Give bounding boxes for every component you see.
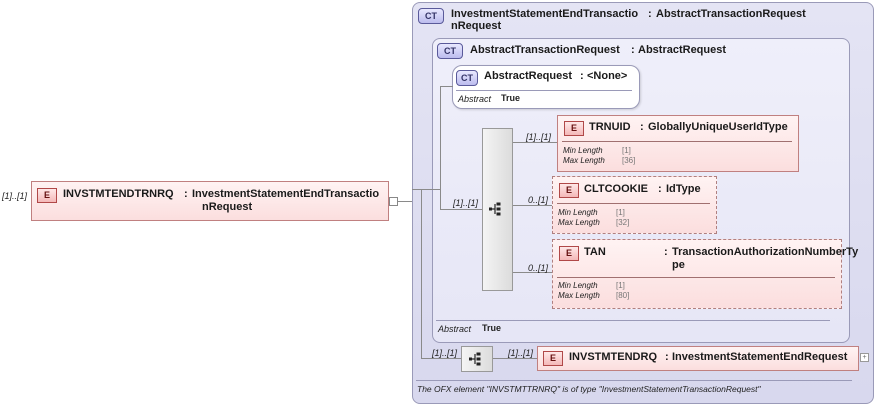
invstmtendrq-type: InvestmentStatementEndRequest <box>672 351 848 363</box>
bottom-sequence-compositor[interactable] <box>461 346 493 372</box>
cltcookie-min-label: Min Length <box>558 208 598 217</box>
abstract-request-abstract-label: Abstract <box>458 94 492 104</box>
abstract-request-box[interactable] <box>452 65 640 109</box>
outer-ct-separator: : <box>648 8 652 20</box>
element-badge-icon: E <box>564 121 584 136</box>
cltcookie-min-value: [1] <box>616 208 625 217</box>
cltcookie-occurrence: 0..[1] <box>528 195 549 205</box>
trnuid-type: GloballyUniqueUserIdType <box>648 121 788 133</box>
root-type-line1: InvestmentStatementEndTransactio <box>192 188 380 200</box>
bottom-sequence-occurrence: [1]..[1] <box>432 348 458 358</box>
trnuid-element-box[interactable]: E TRNUID : GloballyUniqueUserIdType Min … <box>557 115 799 172</box>
root-type-separator: : <box>184 188 188 200</box>
abstract-request-base: <None> <box>587 70 628 82</box>
expand-collapse-icon[interactable] <box>389 197 398 206</box>
tan-type-line1: TransactionAuthorizationNumberTy <box>672 246 859 258</box>
inner-abstract-label: Abstract <box>438 324 472 334</box>
element-badge-icon: E <box>559 183 579 198</box>
root-type-line2: nRequest <box>202 201 253 213</box>
complex-type-badge-icon: CT <box>456 70 478 86</box>
element-badge-icon: E <box>559 246 579 261</box>
sequence-compositor[interactable] <box>482 128 513 291</box>
outer-ct-base: AbstractTransactionRequest <box>656 8 806 20</box>
invstmtendrq-element-box[interactable]: E INVSTMTENDRQ : InvestmentStatementEndR… <box>537 346 859 371</box>
element-badge-icon: E <box>543 351 563 366</box>
tan-name: TAN <box>584 246 606 258</box>
outer-ct-name-line2: nRequest <box>451 20 502 32</box>
inner-abstract-value: True <box>482 323 502 333</box>
abstract-request-separator: : <box>580 70 584 82</box>
tan-max-label: Max Length <box>558 291 600 300</box>
tan-max-value: [80] <box>616 291 630 300</box>
complex-type-badge-icon: CT <box>418 8 444 24</box>
invstmtendrq-separator: : <box>665 351 669 363</box>
abstract-request-name: AbstractRequest <box>484 70 573 82</box>
cltcookie-type: IdType <box>666 183 701 195</box>
inner-ct-name: AbstractTransactionRequest <box>470 44 620 56</box>
invstmtendrq-occurrence: [1]..[1] <box>508 348 534 358</box>
cltcookie-max-value: [32] <box>616 218 630 227</box>
trnuid-max-value: [36] <box>622 156 636 165</box>
trnuid-name: TRNUID <box>589 121 631 133</box>
inner-ct-base: AbstractRequest <box>638 44 727 56</box>
tan-type-line2: pe <box>672 259 685 271</box>
trnuid-min-label: Min Length <box>563 146 603 155</box>
tan-occurrence: 0..[1] <box>528 263 549 273</box>
sequence-occurrence: [1]..[1] <box>453 198 479 208</box>
root-occurrence: [1]..[1] <box>2 191 28 201</box>
element-badge-icon: E <box>37 188 57 203</box>
sequence-icon <box>469 352 481 366</box>
root-element-name: INVSTMTENDTRNRQ <box>63 188 174 200</box>
root-element-box[interactable]: E INVSTMTENDTRNRQ : InvestmentStatementE… <box>31 181 389 221</box>
outer-ct-name-line1: InvestmentStatementEndTransactio <box>451 8 639 20</box>
invstmtendrq-name: INVSTMTENDRQ <box>569 351 657 363</box>
tan-element-box[interactable]: E TAN : TransactionAuthorizationNumberTy… <box>552 239 858 309</box>
trnuid-separator: : <box>640 121 644 133</box>
tan-min-label: Min Length <box>558 281 598 290</box>
tan-separator: : <box>664 246 668 258</box>
complex-type-badge-icon: CT <box>437 43 463 59</box>
trnuid-min-value: [1] <box>622 146 631 155</box>
cltcookie-element-box[interactable]: E CLTCOOKIE : IdType Min Length [1] Max … <box>552 176 717 234</box>
abstract-request-abstract-value: True <box>501 93 521 103</box>
tan-min-value: [1] <box>616 281 625 290</box>
sequence-icon <box>489 202 501 216</box>
cltcookie-max-label: Max Length <box>558 218 600 227</box>
footnote: The OFX element "INVSTMTTRNRQ" is of typ… <box>417 384 761 394</box>
cltcookie-name: CLTCOOKIE <box>584 183 648 195</box>
expand-icon[interactable]: + <box>860 353 869 362</box>
trnuid-max-label: Max Length <box>563 156 605 165</box>
inner-ct-separator: : <box>631 44 635 56</box>
cltcookie-separator: : <box>658 183 662 195</box>
trnuid-occurrence: [1]..[1] <box>526 132 552 142</box>
